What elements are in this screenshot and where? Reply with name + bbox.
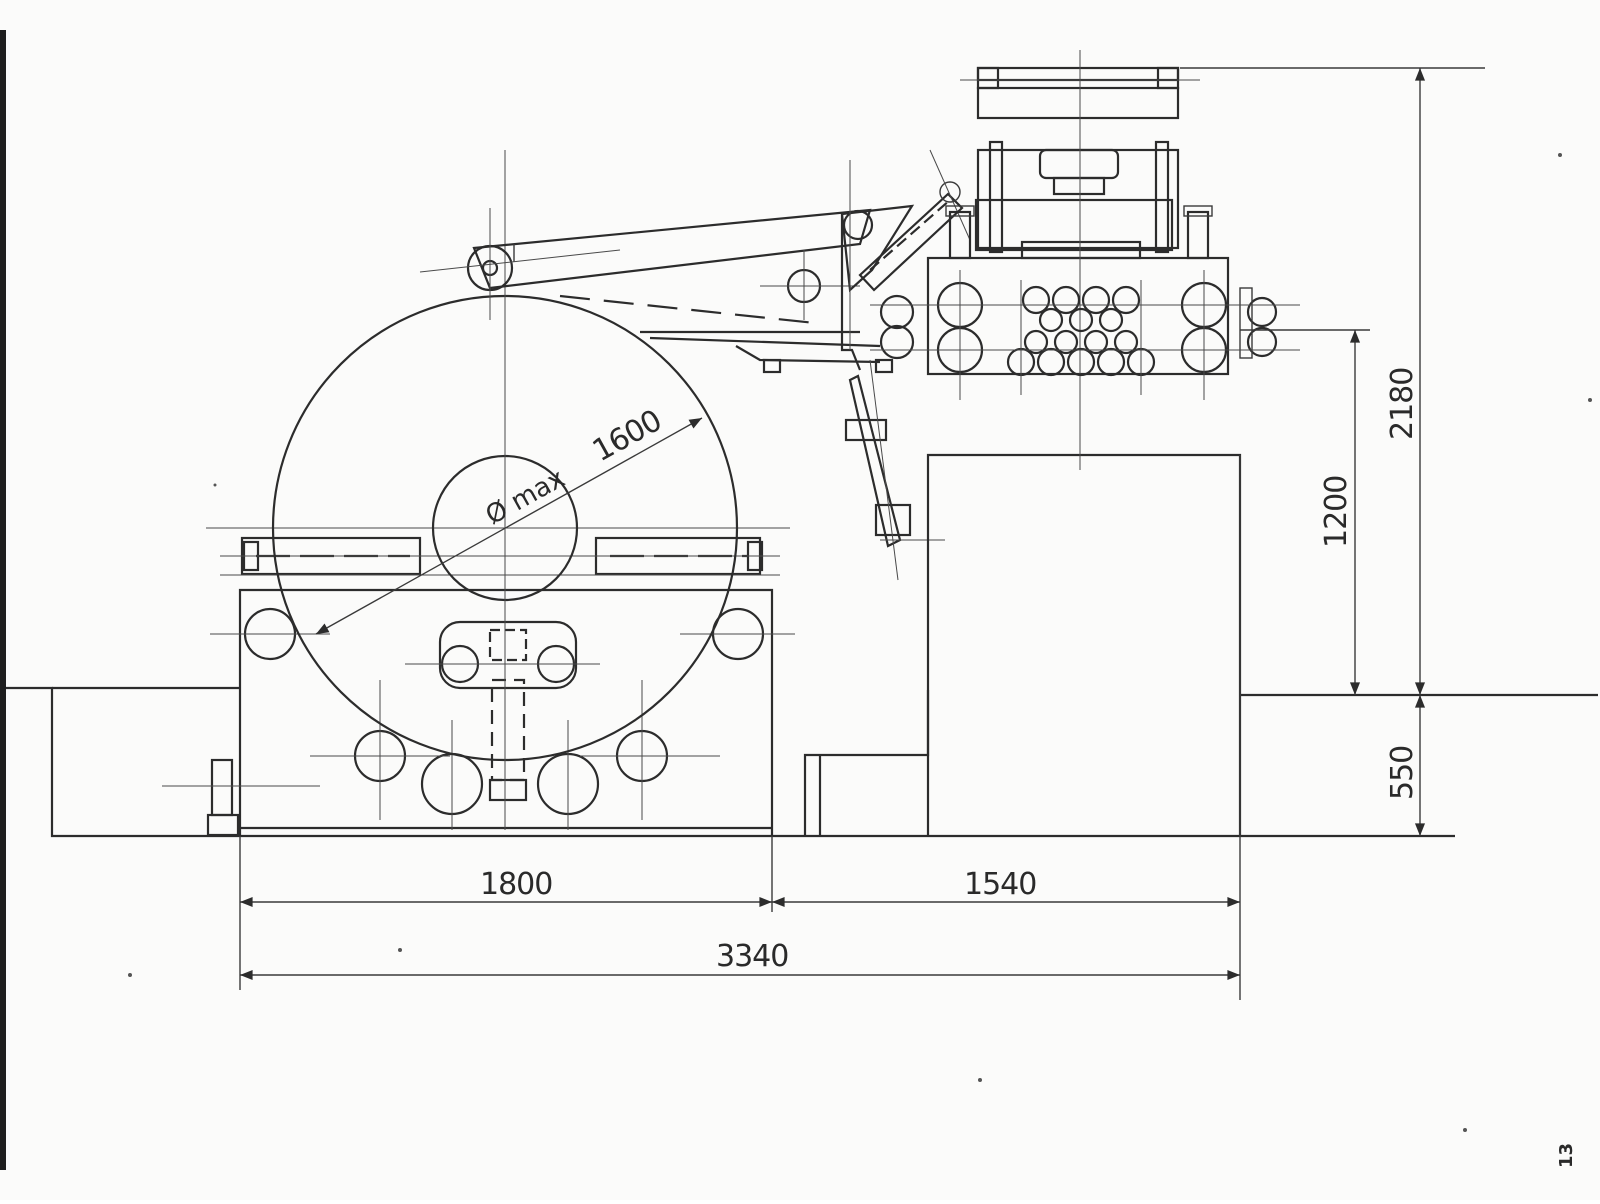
straightener-unit bbox=[803, 50, 1300, 836]
page-edge bbox=[0, 30, 6, 1170]
scan-artifacts bbox=[128, 153, 1592, 1132]
floor-lines bbox=[6, 686, 1598, 838]
dim-width-total: 3340 bbox=[716, 939, 788, 974]
dim-width-right: 1540 bbox=[964, 867, 1036, 902]
dim-height-feed-line: 1200 bbox=[1319, 476, 1354, 548]
decoiler-base bbox=[162, 527, 795, 837]
dim-height-pit: 550 bbox=[1385, 746, 1420, 800]
dim-width-left: 1800 bbox=[480, 867, 552, 902]
page-number: 13 bbox=[1556, 1143, 1577, 1168]
dimensions: 1800 1540 3340 1200 2180 550 bbox=[239, 67, 1485, 1000]
coil-diameter-label: Ø max bbox=[481, 463, 570, 531]
dim-height-total: 2180 bbox=[1385, 368, 1420, 440]
coil-diameter-value: 1600 bbox=[587, 403, 667, 469]
hold-down-arm bbox=[419, 149, 971, 581]
